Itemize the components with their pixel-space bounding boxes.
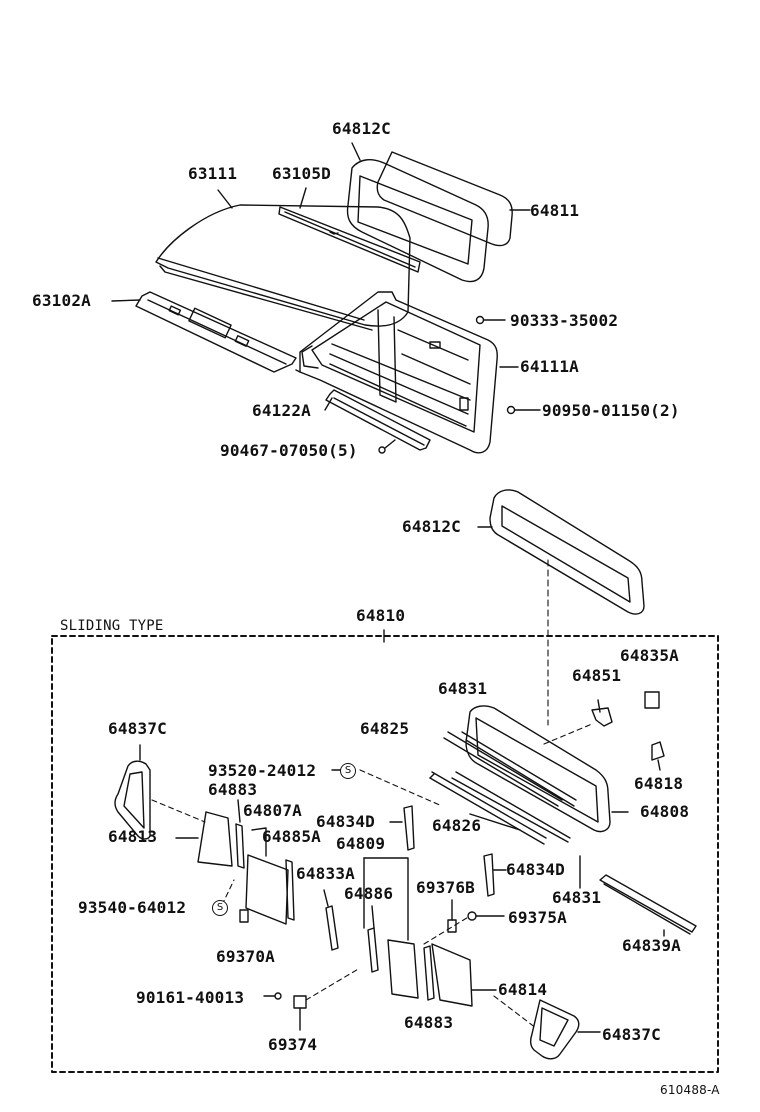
label-64885a: 64885A (262, 827, 321, 846)
label-90950: 90950-01150(2) (542, 401, 680, 420)
glass-64807a-part (245, 854, 289, 925)
label-64883-top: 64883 (208, 780, 258, 799)
label-64809: 64809 (336, 834, 386, 853)
label-64813: 64813 (108, 827, 158, 846)
label-69370a: 69370A (216, 947, 275, 966)
label-64808: 64808 (640, 802, 690, 821)
rail-64826-part (431, 771, 547, 839)
label-64826: 64826 (432, 816, 482, 835)
cushion-64835a-part (644, 691, 660, 709)
glass-64809-part (387, 939, 419, 999)
label-64812c-top: 64812C (332, 119, 391, 138)
sliding-type-frame (51, 635, 719, 1073)
label-90161: 90161-40013 (136, 988, 245, 1007)
sill-rail-part (324, 389, 431, 451)
leader-line (351, 142, 361, 161)
label-64812c-mid: 64812C (402, 517, 461, 536)
label-64833a: 64833A (296, 864, 355, 883)
roof-bow-part (278, 206, 421, 273)
label-90333: 90333-35002 (510, 311, 619, 330)
diagram-title: SLIDING TYPE (60, 618, 164, 634)
figure-code: 610488-A (660, 1083, 720, 1097)
label-64835a: 64835A (620, 646, 679, 665)
clip-69370a-part (239, 909, 249, 923)
stopper-64818-part (651, 741, 665, 761)
label-64831-top: 64831 (438, 679, 488, 698)
label-64837c-bot: 64837C (602, 1025, 661, 1044)
screw-90161-part (274, 992, 282, 1000)
weatherstrip-rear-part (477, 489, 645, 615)
label-64807a: 64807A (243, 801, 302, 820)
clip-90333-part (475, 315, 485, 325)
weatherstrip-side-top-part (114, 744, 151, 840)
weatherstrip-side-bottom-part (529, 999, 601, 1060)
nut-69375a-part (467, 911, 477, 921)
label-64814: 64814 (498, 980, 548, 999)
label-69376b: 69376B (416, 878, 475, 897)
label-64811: 64811 (530, 201, 580, 220)
label-69375a: 69375A (508, 908, 567, 927)
label-64111a: 64111A (520, 357, 579, 376)
strip-64883-bottom-part (423, 945, 435, 1001)
label-93540: 93540-64012 (78, 898, 187, 917)
back-panel-part (295, 291, 519, 454)
roof-panel-part (155, 204, 411, 331)
glass-64813-part (197, 811, 233, 867)
glass-64814-part (431, 943, 473, 1007)
channel-64839a-part (599, 874, 697, 937)
label-63105d: 63105D (272, 164, 331, 183)
nut-90950-part (506, 405, 516, 415)
strip-64886-part (367, 927, 379, 973)
rail-64825-part (447, 731, 563, 801)
strip-64833a-part (325, 905, 339, 951)
clip-64851-part (591, 707, 613, 727)
clip-90467-part (378, 446, 386, 454)
clip-69374-part (293, 995, 307, 1009)
s-mark-top: S (340, 763, 356, 779)
label-90467: 90467-07050(5) (220, 441, 358, 460)
windshield-glass-part (376, 151, 531, 247)
label-93520: 93520-24012 (208, 761, 317, 780)
label-63111: 63111 (188, 164, 238, 183)
strip-64885a-part (285, 859, 295, 921)
label-64839a: 64839A (622, 936, 681, 955)
label-64122a: 64122A (252, 401, 311, 420)
label-64883-bot: 64883 (404, 1013, 454, 1032)
label-64834d-left: 64834D (316, 812, 375, 831)
label-64886: 64886 (344, 884, 394, 903)
rail-64831-part (461, 731, 577, 801)
label-64837c-top: 64837C (108, 719, 167, 738)
label-64851: 64851 (572, 666, 622, 685)
guide-64834d-right-part (483, 853, 495, 897)
sliding-window-frame-part (465, 705, 629, 833)
s-mark-bottom: S (212, 900, 228, 916)
weatherstrip-top-part (346, 159, 489, 283)
label-63102a: 63102A (32, 291, 91, 310)
label-64818: 64818 (634, 774, 684, 793)
clip-69376b-part (447, 919, 457, 933)
label-64834d-right: 64834D (506, 860, 565, 879)
strip-64883-part (235, 823, 245, 869)
label-69374: 69374 (268, 1035, 318, 1054)
label-64831-bot: 64831 (552, 888, 602, 907)
cab-front-panel-part (111, 291, 297, 373)
label-64810: 64810 (356, 606, 406, 625)
guide-64834d-left-part (403, 805, 415, 851)
label-64825: 64825 (360, 719, 410, 738)
